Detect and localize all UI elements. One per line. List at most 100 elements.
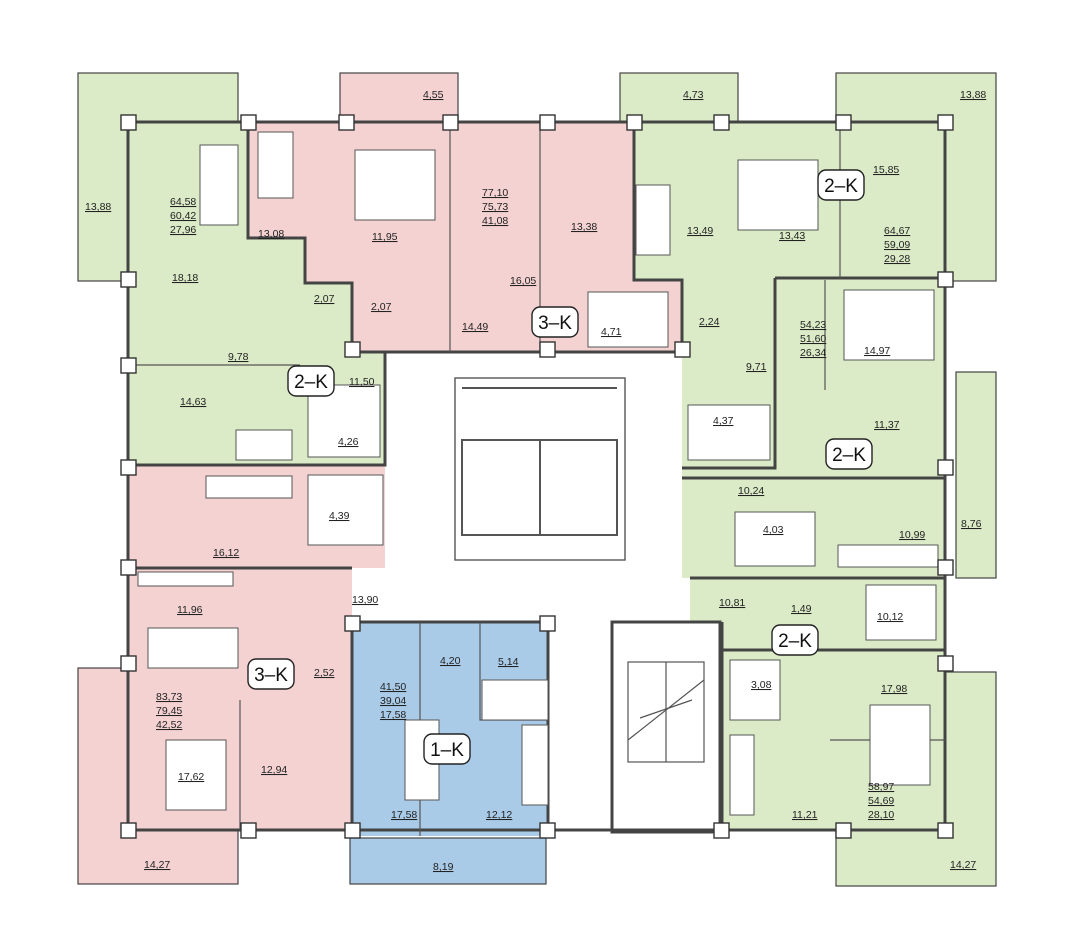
room-area: 18,18 bbox=[172, 272, 198, 284]
room-area: 13,08 bbox=[258, 228, 284, 240]
area-total: 77,10 bbox=[482, 187, 508, 199]
room-labels: 13,88 4,55 4,73 13,88 13,08 11,95 13,38 … bbox=[85, 89, 986, 873]
room-area: 11,37 bbox=[874, 419, 900, 431]
room-area: 13,38 bbox=[571, 221, 597, 233]
area-total: 64,67 bbox=[884, 225, 910, 237]
room-area: 17,62 bbox=[178, 771, 204, 783]
area-living: 54,69 bbox=[868, 795, 894, 807]
room-area: 14,49 bbox=[462, 321, 488, 333]
apartment-type: 2–K bbox=[778, 631, 812, 652]
area-rooms: 26,34 bbox=[800, 347, 826, 359]
area-living: 60,42 bbox=[170, 210, 196, 222]
area-rooms: 41,08 bbox=[482, 215, 508, 227]
apartment-nm-areas: 77,10 75,73 41,08 bbox=[482, 187, 508, 227]
room-area: 1,49 bbox=[791, 603, 812, 615]
columns bbox=[120, 114, 954, 839]
room-area: 10,81 bbox=[719, 597, 745, 609]
apartment-w-areas: 64,58 60,42 27,96 bbox=[170, 196, 196, 236]
room-area: 8,76 bbox=[961, 518, 982, 530]
area-living: 39,04 bbox=[380, 695, 406, 707]
area-living: 59,09 bbox=[884, 239, 910, 251]
badge-ne: 2–K bbox=[817, 169, 865, 201]
room-area: 11,96 bbox=[177, 604, 203, 616]
room-area: 2,24 bbox=[699, 316, 720, 328]
area-living: 75,73 bbox=[482, 201, 508, 213]
area-rooms: 17,58 bbox=[380, 709, 406, 721]
room-area: 4,37 bbox=[713, 415, 734, 427]
room-area: 11,50 bbox=[349, 376, 375, 388]
area-rooms: 28,10 bbox=[868, 809, 894, 821]
fixtures bbox=[137, 131, 939, 816]
room-area: 12,12 bbox=[486, 809, 512, 821]
badge-s: 1–K bbox=[423, 733, 471, 765]
apartment-type: 2–K bbox=[832, 445, 866, 466]
area-rooms: 42,52 bbox=[156, 719, 182, 731]
room-area: 13,90 bbox=[352, 594, 378, 606]
room-area: 16,05 bbox=[510, 275, 536, 287]
area-total: 58,97 bbox=[868, 781, 894, 793]
room-area: 10,12 bbox=[877, 611, 903, 623]
apartment-type-badges: 2–K 2–K 2–K 2–K 3–K 3–K 1–K bbox=[247, 169, 873, 765]
room-area: 16,12 bbox=[213, 547, 239, 559]
badge-e: 2–K bbox=[825, 438, 873, 470]
area-total: 41,50 bbox=[380, 681, 406, 693]
badge-w: 2–K bbox=[287, 365, 335, 397]
room-area: 11,95 bbox=[372, 231, 398, 243]
apartment-ne-fill bbox=[634, 122, 945, 468]
room-area: 10,24 bbox=[738, 485, 764, 497]
area-living: 79,45 bbox=[156, 705, 182, 717]
room-area: 13,88 bbox=[960, 89, 986, 101]
area-rooms: 27,96 bbox=[170, 224, 196, 236]
room-area: 8,19 bbox=[433, 861, 454, 873]
room-area: 11,21 bbox=[792, 809, 818, 821]
room-area: 4,26 bbox=[338, 436, 359, 448]
badge-nm: 3–K bbox=[531, 306, 579, 338]
apartment-type: 1–K bbox=[430, 740, 464, 761]
core bbox=[454, 377, 722, 834]
area-total: 83,73 bbox=[156, 691, 182, 703]
balcony-e bbox=[955, 371, 997, 579]
room-area: 13,49 bbox=[687, 225, 713, 237]
area-living: 51,60 bbox=[800, 333, 826, 345]
apartment-sw-fill bbox=[128, 465, 385, 830]
room-area: 10,99 bbox=[899, 529, 925, 541]
room-area: 17,98 bbox=[881, 683, 907, 695]
badge-se: 2–K bbox=[771, 624, 819, 656]
room-area: 12,94 bbox=[261, 764, 287, 776]
room-area: 4,20 bbox=[440, 655, 461, 667]
room-area: 14,97 bbox=[864, 345, 890, 357]
area-rooms: 29,28 bbox=[884, 253, 910, 265]
room-area: 2,07 bbox=[371, 301, 392, 313]
apartment-type: 2–K bbox=[294, 372, 328, 393]
room-area: 4,03 bbox=[763, 524, 784, 536]
apartment-type: 2–K bbox=[824, 176, 858, 197]
apartment-s-fill bbox=[352, 622, 548, 836]
room-area: 17,58 bbox=[391, 809, 417, 821]
room-area: 9,71 bbox=[746, 361, 767, 373]
apartment-area-stacks: 64,58 60,42 27,96 77,10 75,73 41,08 64,6… bbox=[156, 187, 910, 821]
apartment-type: 3–K bbox=[538, 313, 572, 334]
apartment-e-areas: 54,23 51,60 26,34 bbox=[800, 319, 826, 359]
area-total: 64,58 bbox=[170, 196, 196, 208]
room-area: 3,08 bbox=[751, 679, 772, 691]
apartment-s-areas: 41,50 39,04 17,58 bbox=[380, 681, 406, 721]
balcony-n-pink bbox=[339, 72, 459, 124]
room-area: 14,63 bbox=[180, 396, 206, 408]
room-area: 13,43 bbox=[779, 230, 805, 242]
apartment-type: 3–K bbox=[254, 665, 288, 686]
apartment-se-areas: 58,97 54,69 28,10 bbox=[868, 781, 894, 821]
room-area: 5,14 bbox=[498, 656, 519, 668]
apartment-sw-areas: 83,73 79,45 42,52 bbox=[156, 691, 182, 731]
room-area: 13,88 bbox=[85, 201, 111, 213]
room-area: 4,55 bbox=[423, 89, 444, 101]
apartment-ne-areas: 64,67 59,09 29,28 bbox=[884, 225, 910, 265]
room-area: 2,52 bbox=[314, 667, 335, 679]
room-area: 4,39 bbox=[329, 510, 350, 522]
room-area: 9,78 bbox=[228, 351, 249, 363]
room-area: 2,07 bbox=[314, 293, 335, 305]
balcony-s bbox=[349, 837, 547, 885]
badge-sw: 3–K bbox=[247, 658, 295, 690]
room-area: 4,71 bbox=[601, 326, 622, 338]
area-total: 54,23 bbox=[800, 319, 826, 331]
